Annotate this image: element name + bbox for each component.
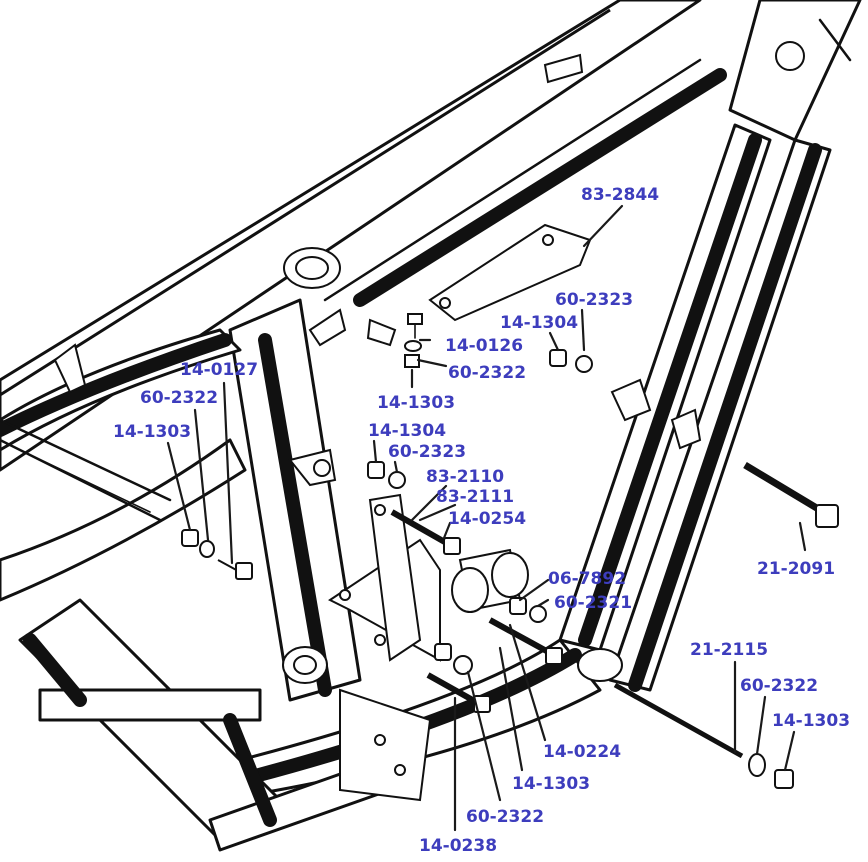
bolt-14-0126 [407, 313, 423, 339]
label-60-2323-b: 60-2323 [388, 442, 466, 462]
bolt-21-2091 [743, 461, 839, 528]
nut-14-1303-d [434, 643, 452, 661]
leader-lines [166, 204, 807, 832]
nut-14-1304-b [367, 461, 385, 479]
label-14-0224: 14-0224 [543, 742, 621, 762]
label-14-0254: 14-0254 [448, 509, 526, 529]
bolt-14-0127 [217, 559, 253, 580]
label-60-2321: 60-2321 [554, 593, 632, 613]
label-14-1304-a: 14-1304 [500, 313, 578, 333]
label-83-2110: 83-2110 [426, 467, 504, 487]
label-14-1303-a: 14-1303 [377, 393, 455, 413]
washer-60-2323-a [575, 355, 593, 373]
label-60-2322-d: 60-2322 [466, 807, 544, 827]
label-14-0127: 14-0127 [180, 360, 258, 380]
engine-plate-83-2111 [368, 493, 422, 662]
label-14-1303-b: 14-1303 [113, 422, 191, 442]
nut-14-1304-a [549, 349, 567, 367]
label-06-7892: 06-7892 [548, 569, 626, 589]
washer-60-2321 [529, 605, 547, 623]
part-labels: 83-2844 60-2323 14-1304 14-0126 60-2322 … [113, 185, 850, 856]
label-14-0238: 14-0238 [419, 836, 497, 856]
label-14-1304-b: 14-1304 [368, 421, 446, 441]
washer-60-2322-d [453, 655, 473, 675]
bolt-14-0224 [488, 617, 563, 665]
stud-21-2115 [613, 682, 744, 759]
label-60-2322-c: 60-2322 [740, 676, 818, 696]
label-83-2844: 83-2844 [581, 185, 659, 205]
washer-60-2322-b [199, 540, 215, 558]
label-21-2091: 21-2091 [757, 559, 835, 579]
stud-14-0254 [390, 509, 461, 555]
label-83-2111: 83-2111 [436, 487, 514, 507]
nut-14-1303-c [774, 769, 794, 789]
label-60-2322-a: 60-2322 [448, 363, 526, 383]
nut-14-1303-b [181, 529, 199, 547]
label-14-1303-c: 14-1303 [772, 711, 850, 731]
label-14-1303-d: 14-1303 [512, 774, 590, 794]
bracket-83-2844 [428, 223, 592, 322]
label-60-2323-a: 60-2323 [555, 290, 633, 310]
label-21-2115: 21-2115 [690, 640, 768, 660]
label-60-2322-b: 60-2322 [140, 388, 218, 408]
nut-06-7892 [509, 597, 527, 615]
washer-60-2322-a [404, 340, 422, 352]
label-14-0126: 14-0126 [445, 336, 523, 356]
washer-60-2322-c [748, 753, 766, 777]
washer-60-2323-b [388, 471, 406, 489]
nut-14-1303-a [404, 354, 420, 368]
